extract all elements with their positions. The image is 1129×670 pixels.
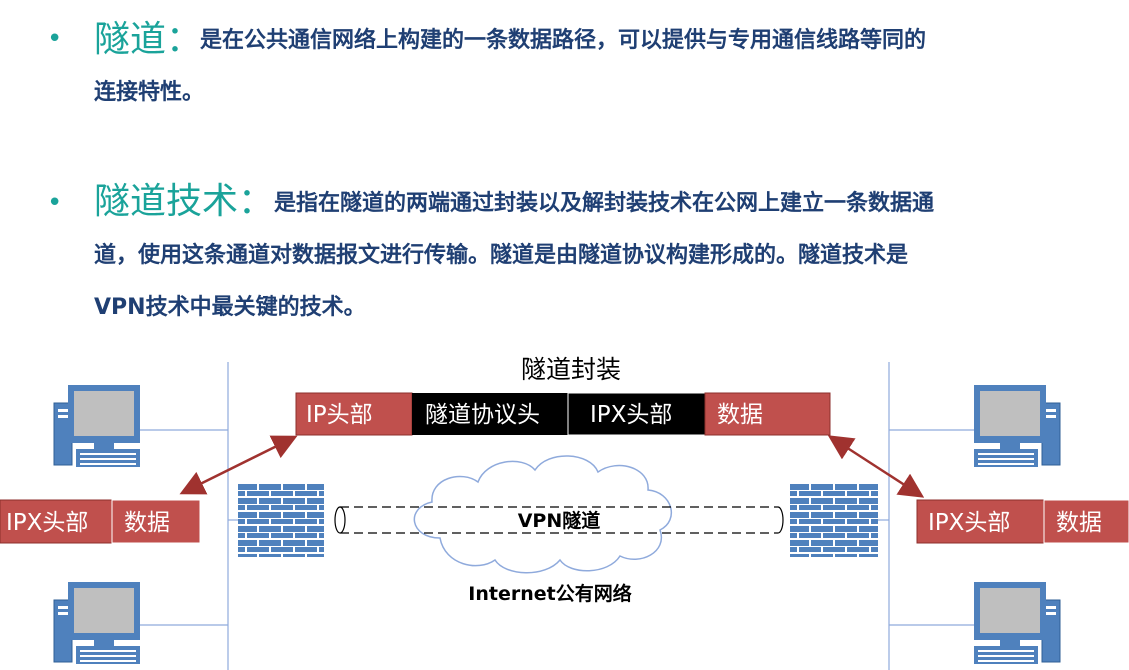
bullet-dot-icon: •	[47, 24, 63, 54]
firewall-icon	[790, 482, 878, 557]
vpn-tunnel-label: VPN隧道	[518, 509, 601, 532]
packet-segment-ipx-header: IPX头部	[590, 402, 672, 428]
encapsulated-packet: IP头部 隧道协议头 IPX头部 数据	[295, 392, 831, 436]
left-packet-ipx-header: IPX头部	[6, 510, 88, 536]
firewall-icon	[238, 482, 324, 557]
term-tunnel: 隧道：	[94, 19, 203, 60]
computer-icon	[53, 384, 141, 468]
computer-icon	[53, 581, 141, 665]
internet-label: Internet公有网络	[468, 582, 631, 605]
right-packet-data: 数据	[1056, 510, 1102, 536]
internet-cloud-icon	[413, 455, 672, 574]
bullet-dot-icon: •	[47, 188, 63, 218]
computer-icon	[973, 581, 1061, 665]
computer-icon	[973, 384, 1061, 468]
packet-segment-data: 数据	[717, 402, 763, 428]
right-packet-ipx-header: IPX头部	[928, 510, 1010, 536]
definition-line: 连接特性。	[94, 80, 205, 105]
vpn-tunnel	[334, 506, 784, 534]
definition-line: 是在公共通信网络上构建的一条数据路径，可以提供与专用通信线路等同的	[200, 28, 927, 53]
definition-line: 道，使用这条通道对数据报文进行传输。隧道是由隧道协议构建形成的。隧道技术是	[94, 243, 909, 268]
right-packet: IPX头部 数据	[916, 499, 1129, 544]
packet-segment-ip-header: IP头部	[306, 402, 373, 428]
term-tunnel-technology: 隧道技术：	[94, 181, 275, 222]
definition-tunnel-technology: 是指在隧道的两端通过封装以及解封装技术在公网上建立一条数据通 道，使用这条通道对…	[94, 178, 1074, 334]
encapsulation-arrow-right	[827, 435, 925, 498]
definition-line: VPN技术中最关键的技术。	[94, 295, 366, 320]
definition-tunnel: 是在公共通信网络上构建的一条数据路径，可以提供与专用通信线路等同的 连接特性。	[94, 15, 1074, 119]
encapsulation-arrow-left	[179, 435, 298, 495]
definition-line: 是指在隧道的两端通过封装以及解封装技术在公网上建立一条数据通	[274, 191, 935, 216]
packet-segment-tunnel-header: 隧道协议头	[425, 402, 540, 428]
left-packet: IPX头部 数据	[0, 499, 201, 544]
encapsulation-title: 隧道封装	[521, 355, 621, 384]
left-packet-data: 数据	[124, 510, 170, 536]
